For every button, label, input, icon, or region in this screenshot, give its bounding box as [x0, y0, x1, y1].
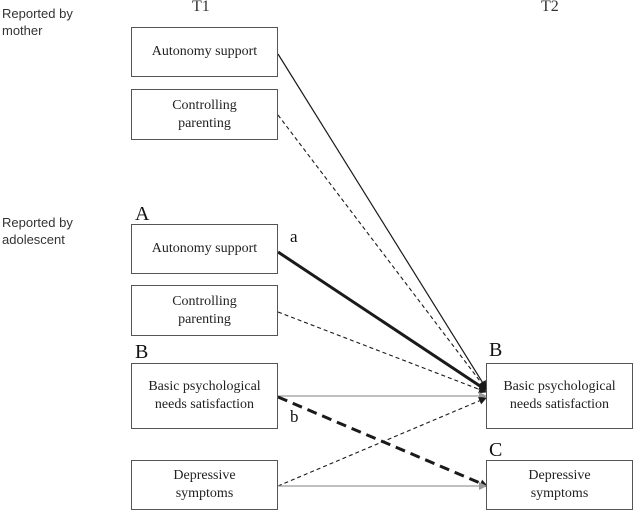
path-mother-autonomy-to-t2-needs [277, 53, 487, 389]
box-mother-autonomy-support: Autonomy support [131, 27, 278, 77]
letter-b-t1: B [135, 341, 149, 363]
reported-by-adolescent-label: Reported by adolescent [2, 215, 73, 247]
box-mother-controlling-parenting: Controlling parenting [131, 89, 278, 140]
path-label-a: a [290, 227, 298, 246]
box-adolescent-autonomy-support: Autonomy support [131, 224, 278, 274]
box-adolescent-controlling-parenting: Controlling parenting [131, 285, 278, 336]
t2-column-label: T2 [541, 0, 559, 15]
reported-by-mother-label: Reported by mother [2, 6, 73, 38]
path-mother-controlling-to-t2-needs [277, 114, 487, 390]
path-label-b: b [290, 407, 299, 426]
letter-c-t2: C [489, 439, 503, 461]
path-adol-autonomy-to-t2-needs [277, 250, 487, 392]
box-t1-depressive-symptoms: Depressive symptoms [131, 460, 278, 510]
t1-column-label: T1 [192, 0, 210, 15]
letter-a: A [135, 203, 150, 225]
box-t1-needs-satisfaction: Basic psychological needs satisfaction [131, 363, 278, 429]
letter-b-t2: B [489, 339, 503, 361]
path-t1-depressive-to-t2-needs [277, 397, 487, 487]
box-t2-depressive-symptoms: Depressive symptoms [486, 460, 633, 510]
box-t2-needs-satisfaction: Basic psychological needs satisfaction [486, 363, 633, 429]
path-adol-controlling-to-t2-needs [277, 311, 487, 394]
